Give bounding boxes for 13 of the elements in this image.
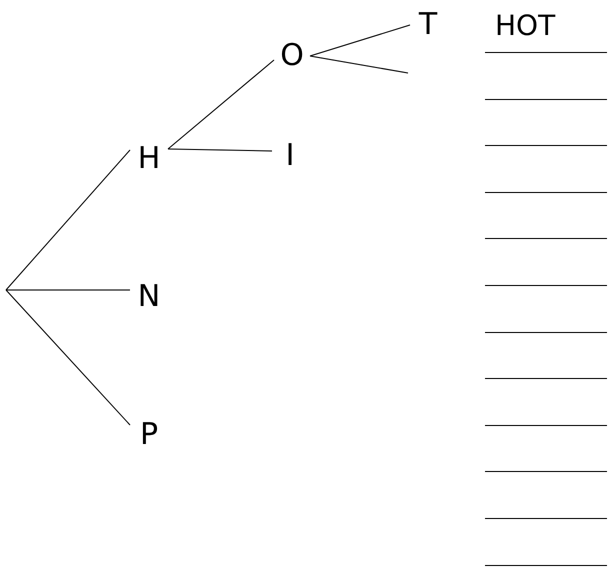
letter-label: P — [130, 414, 168, 456]
branch-line — [168, 60, 274, 150]
letter-label: I — [272, 135, 308, 177]
branch-line — [168, 148, 272, 152]
branch-line — [6, 290, 130, 426]
letter-label: H — [130, 138, 168, 180]
branch-line — [310, 56, 408, 74]
letter-label: T — [410, 4, 446, 46]
branch-line — [6, 150, 130, 290]
letter-label: O — [274, 35, 310, 77]
branch-line — [310, 24, 410, 56]
word-label: HOT — [495, 12, 556, 40]
letter-label: N — [130, 276, 168, 318]
